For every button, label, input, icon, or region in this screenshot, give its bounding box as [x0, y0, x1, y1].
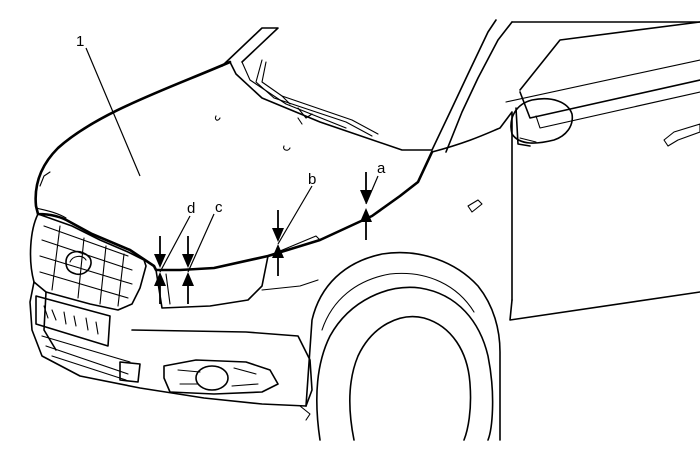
front-door [505, 21, 700, 321]
leader-line-c [187, 213, 215, 273]
wiper-arms [255, 59, 379, 137]
front-grille [29, 213, 147, 311]
callout-b: b [308, 171, 316, 188]
callout-1: 1 [76, 33, 84, 50]
windshield [221, 19, 700, 153]
front-bumper [29, 235, 321, 421]
callout-d: d [187, 200, 195, 217]
gap-arrows-c [182, 236, 194, 304]
hood [34, 60, 434, 272]
front-fender [305, 111, 513, 441]
leader-line-b [277, 185, 313, 245]
gap-arrows-a [360, 172, 372, 240]
gap-arrows-b [272, 210, 284, 276]
fog-lamp [163, 359, 279, 395]
leader-line-a [365, 175, 379, 205]
gap-arrows-d [154, 236, 166, 304]
headlamp [155, 255, 269, 309]
front-wheel [316, 286, 494, 441]
leader-line-d [159, 215, 191, 273]
callout-c: c [215, 199, 223, 216]
leader-line-1 [85, 47, 141, 177]
side-mirror [510, 98, 574, 144]
callout-a: a [377, 160, 386, 177]
